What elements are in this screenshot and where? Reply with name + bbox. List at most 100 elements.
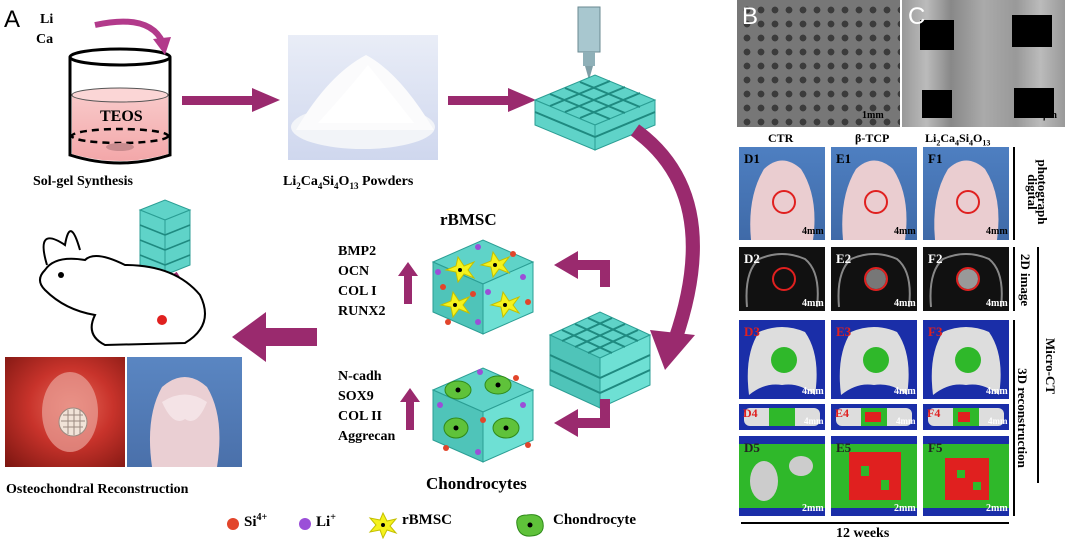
tile-label: F1 bbox=[928, 151, 943, 166]
ct2d-tile bbox=[739, 247, 825, 311]
scale-4mm: 4mm bbox=[802, 298, 824, 309]
rabbit-illustration bbox=[39, 199, 206, 347]
side-label-microct: Micro-CT bbox=[1043, 337, 1058, 395]
tile-label: F4 bbox=[927, 406, 941, 420]
rbmsc-marker: BMP2 bbox=[338, 244, 377, 259]
tile-label: E1 bbox=[836, 151, 852, 166]
arrow-left-big bbox=[232, 312, 317, 362]
scale-4mm: 4mm bbox=[896, 416, 916, 426]
footer-label: 12 weeks bbox=[836, 526, 890, 541]
powder-photo bbox=[288, 35, 438, 160]
scale-label-b: 1mm bbox=[862, 110, 884, 121]
chondro-marker: N-cadh bbox=[338, 369, 382, 384]
tile-label: D5 bbox=[744, 440, 760, 455]
tile-label: E5 bbox=[836, 440, 852, 455]
scale-4mm: 4mm bbox=[986, 386, 1008, 397]
side-label-2d: 2D image bbox=[1018, 253, 1033, 307]
side-label-photograph: photograph bbox=[1035, 159, 1050, 225]
ct-section-tile bbox=[831, 404, 917, 430]
legend-si-label: Si4+ bbox=[244, 512, 268, 530]
arrow-to-chondro bbox=[554, 399, 610, 437]
legend-chondrocyte-icon bbox=[516, 514, 544, 537]
tile-label: E2 bbox=[836, 251, 852, 266]
scale-4mm: 4mm bbox=[986, 298, 1008, 309]
scale-4mm: 4mm bbox=[986, 226, 1008, 237]
tile-label: F5 bbox=[928, 440, 943, 455]
chondro-marker: SOX9 bbox=[338, 389, 374, 404]
bracket-line bbox=[1013, 247, 1015, 311]
chondro-cube bbox=[431, 367, 535, 463]
ct-zoom-tile bbox=[831, 436, 917, 516]
ct2d-tile bbox=[923, 247, 1009, 311]
ct-zoom-tile bbox=[739, 436, 825, 516]
curved-arrow-down bbox=[630, 124, 700, 370]
tile-label: D2 bbox=[744, 251, 760, 266]
powder-caption: Li2Ca4Si4O13 Powders bbox=[283, 174, 414, 191]
bracket-line bbox=[1037, 247, 1039, 483]
legend-rbmsc-label: rBMSC bbox=[402, 512, 452, 528]
tile-label: D1 bbox=[744, 151, 760, 166]
up-arrow-rbmsc bbox=[398, 262, 418, 304]
tile-label: D4 bbox=[743, 406, 758, 420]
ct3d-tile bbox=[739, 320, 825, 399]
up-arrow-chondro bbox=[400, 388, 420, 430]
col-header-ctr: CTR bbox=[768, 131, 794, 145]
bracket-line bbox=[1013, 147, 1015, 240]
legend-rbmsc-icon bbox=[368, 511, 398, 539]
panel-letter-b: B bbox=[742, 3, 759, 30]
scale-2mm: 2mm bbox=[986, 503, 1008, 514]
bracket-line bbox=[1013, 320, 1015, 516]
ct-section-tile bbox=[923, 404, 1009, 430]
legend-si-dot bbox=[227, 518, 239, 530]
tile-label: E3 bbox=[836, 324, 852, 339]
sol-gel-caption: Sol-gel Synthesis bbox=[33, 174, 133, 189]
sem-image-c bbox=[902, 0, 1065, 127]
tile-label: F3 bbox=[928, 324, 943, 339]
tile-label: D3 bbox=[744, 324, 760, 339]
rbmsc-marker: OCN bbox=[338, 264, 370, 279]
rbmsc-marker: COL I bbox=[338, 284, 377, 299]
beaker-ca-label: Ca bbox=[36, 32, 54, 47]
center-scaffold bbox=[548, 311, 652, 409]
arrow-to-rbmsc bbox=[554, 251, 610, 287]
beaker-illustration bbox=[68, 18, 172, 165]
photo-tile bbox=[831, 147, 917, 240]
scale-4mm: 4mm bbox=[802, 226, 824, 237]
legend-li-dot bbox=[299, 518, 311, 530]
legend-chondrocyte-label: Chondrocyte bbox=[553, 512, 637, 528]
scale-4mm: 4mm bbox=[804, 416, 824, 426]
photo-tile bbox=[923, 147, 1009, 240]
beaker-li-label: Li bbox=[40, 12, 54, 27]
beaker-teos-label: TEOS bbox=[100, 108, 143, 125]
arrow-right-2 bbox=[448, 88, 536, 112]
scale-label-c: 200μm bbox=[1028, 110, 1057, 121]
chondro-title: Chondrocytes bbox=[426, 474, 527, 493]
scale-4mm: 4mm bbox=[894, 226, 916, 237]
col-header-lcs: Li2Ca4Si4O13 bbox=[925, 131, 991, 148]
ct3d-tile bbox=[923, 320, 1009, 399]
knee-photo bbox=[127, 357, 242, 467]
chondro-markers: N-cadh SOX9 COL II Aggrecan bbox=[338, 367, 395, 447]
chondro-marker: COL II bbox=[338, 409, 382, 424]
panel-letter-a: A bbox=[4, 6, 21, 33]
sem-image-b bbox=[737, 0, 900, 127]
rbmsc-markers: BMP2 OCN COL I RUNX2 bbox=[338, 242, 385, 322]
scale-2mm: 2mm bbox=[802, 503, 824, 514]
side-label-3d: 3D reconstruction bbox=[1015, 368, 1030, 468]
photo-tile bbox=[739, 147, 825, 240]
col-header-btcp: β-TCP bbox=[855, 131, 890, 145]
arrow-right-1 bbox=[182, 88, 280, 112]
scale-2mm: 2mm bbox=[894, 503, 916, 514]
rbmsc-cube bbox=[431, 239, 535, 335]
printing-scaffold bbox=[533, 6, 657, 151]
tile-label: F2 bbox=[928, 251, 943, 266]
recon-caption: Osteochondral Reconstruction bbox=[6, 482, 189, 497]
scale-4mm: 4mm bbox=[894, 298, 916, 309]
rbmsc-marker: RUNX2 bbox=[338, 304, 386, 319]
scale-4mm: 4mm bbox=[894, 386, 916, 397]
tile-label: E4 bbox=[835, 406, 850, 420]
rbmsc-title: rBMSC bbox=[440, 210, 497, 229]
scale-4mm: 4mm bbox=[988, 416, 1008, 426]
chondro-marker: Aggrecan bbox=[338, 429, 396, 444]
ct3d-tile bbox=[831, 320, 917, 399]
